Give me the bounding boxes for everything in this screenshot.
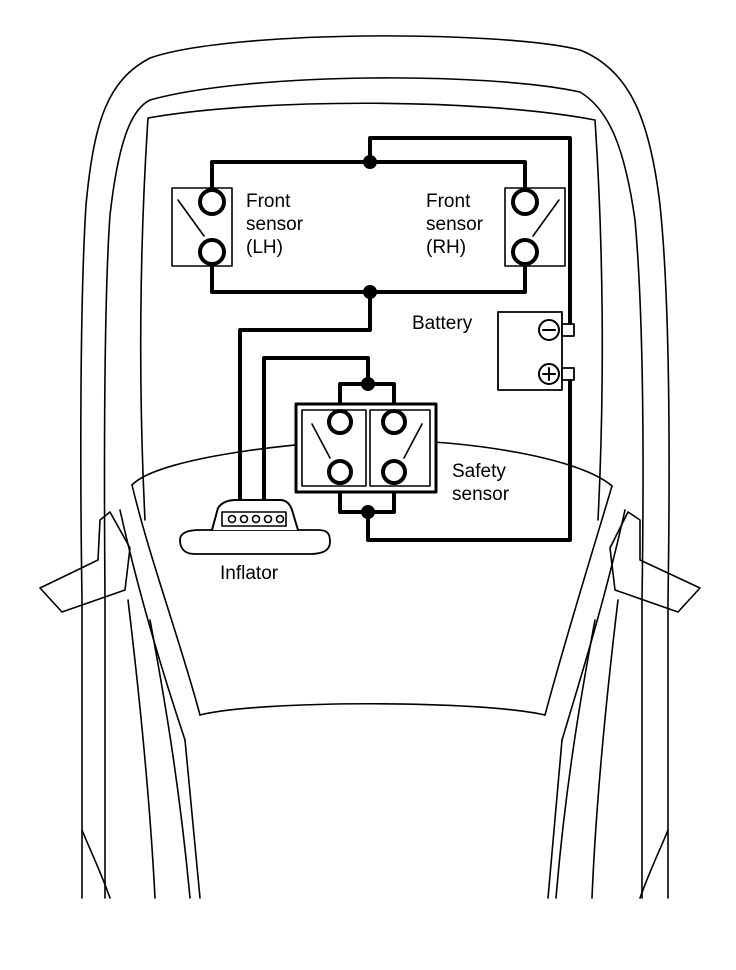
terminal-lh-top [198, 188, 226, 216]
inflator [179, 499, 331, 555]
label-front-sensor-lh: Front sensor (LH) [246, 191, 304, 258]
junction-top [363, 155, 377, 169]
front-sensor-lh [171, 187, 233, 267]
terminal-safety-3 [327, 459, 353, 485]
front-sensor-rh [504, 187, 566, 267]
label-safety-sensor: Safety sensor [452, 461, 510, 505]
junction-safety-bottom [361, 505, 375, 519]
junction-bottom [363, 285, 377, 299]
label-inflator: Inflator [220, 563, 279, 584]
junction-safety-top [361, 377, 375, 391]
terminal-rh-bottom [511, 238, 539, 266]
label-front-sensor-rh: Front sensor (RH) [426, 191, 484, 258]
terminal-safety-4 [381, 459, 407, 485]
terminal-safety-1 [327, 409, 353, 435]
terminal-rh-top [511, 188, 539, 216]
terminal-safety-2 [381, 409, 407, 435]
car-body-outline [39, 35, 701, 899]
wire-junctions [361, 155, 377, 519]
battery [497, 311, 575, 391]
safety-sensor [294, 402, 438, 494]
label-battery: Battery [412, 313, 473, 334]
terminal-lh-bottom [198, 238, 226, 266]
